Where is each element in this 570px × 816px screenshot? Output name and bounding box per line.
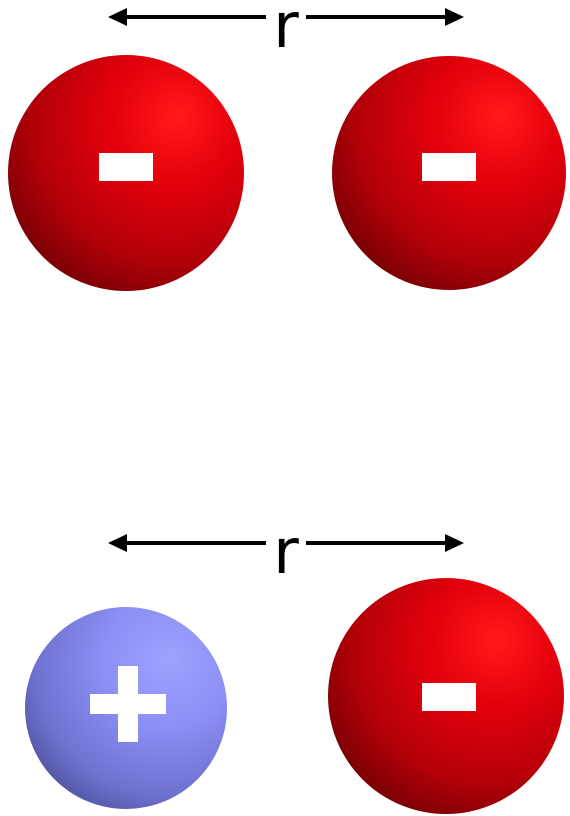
top-pair: r [8,0,566,291]
top-right-negative-charge [332,56,566,290]
bottom-pair: r [25,515,564,814]
top-distance-label: r [273,0,299,62]
plus-sign-icon [90,666,166,742]
top-left-negative-charge [8,55,244,291]
minus-sign-icon [422,153,476,181]
bottom-distance-label: r [273,515,299,588]
left-arrowhead [108,534,127,552]
left-arrowhead [108,8,127,26]
right-arrowhead [445,8,464,26]
right-arrowhead [445,534,464,552]
minus-sign-icon [422,683,476,711]
bottom-left-positive-charge [25,607,227,809]
top-distance-arrow: r [108,0,464,62]
bottom-right-negative-charge [328,578,564,814]
minus-sign-icon [99,153,153,181]
bottom-distance-arrow: r [108,515,464,588]
